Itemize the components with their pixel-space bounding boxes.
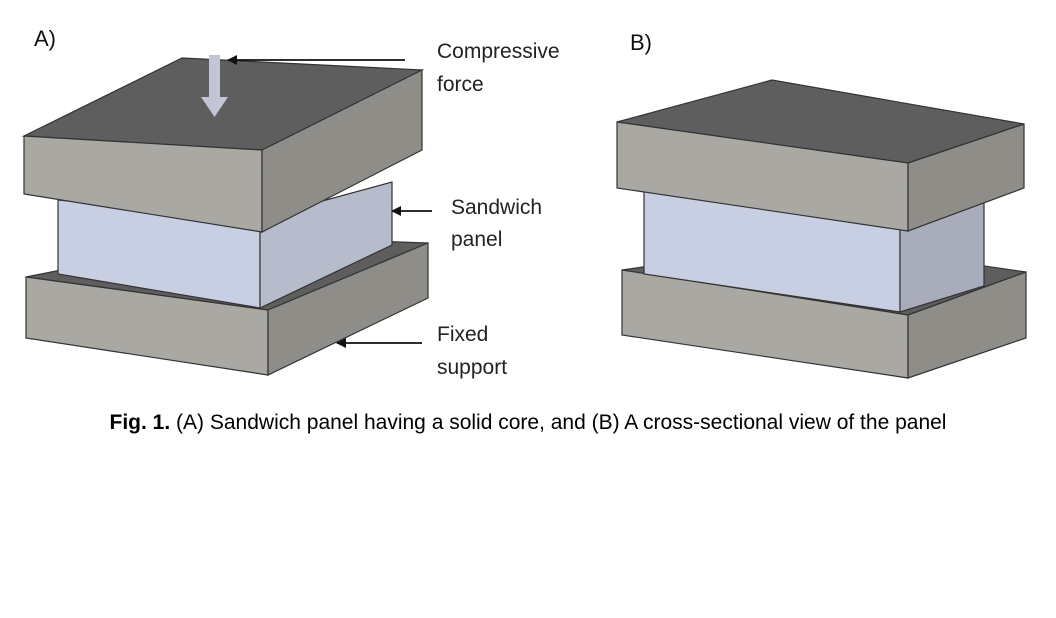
top-plate-b (616, 79, 1025, 232)
force-label-line2: force (437, 73, 484, 96)
support-label: Fixed support (437, 323, 507, 379)
figure-caption: Fig. 1. (A) Sandwich panel having a soli… (0, 411, 1056, 435)
caption-text: (A) Sandwich panel having a solid core, … (176, 411, 947, 434)
panel-b: B) (616, 30, 1027, 379)
top-plate-b-side-face (907, 123, 1025, 232)
bottom-plate-b-side-face (907, 271, 1027, 379)
panel-b-label: B) (630, 30, 652, 55)
bottom-plate-a-side-face (267, 242, 429, 376)
top-plate-a-side-face (261, 69, 423, 233)
force-label-line1: Compressive (437, 40, 560, 63)
figure-number: Fig. 1. (109, 411, 171, 434)
panel-label-line1: Sandwich (451, 196, 542, 219)
panel-a: A) Compressive force (21, 26, 565, 379)
force-arrow (201, 55, 228, 117)
panel-label-line2: panel (451, 228, 502, 251)
support-label-line2: support (437, 356, 507, 379)
panel-a-label: A) (34, 26, 56, 51)
force-label: Compressive force (437, 40, 565, 96)
support-label-line1: Fixed (437, 323, 488, 346)
panel-label: Sandwich panel (451, 196, 548, 251)
